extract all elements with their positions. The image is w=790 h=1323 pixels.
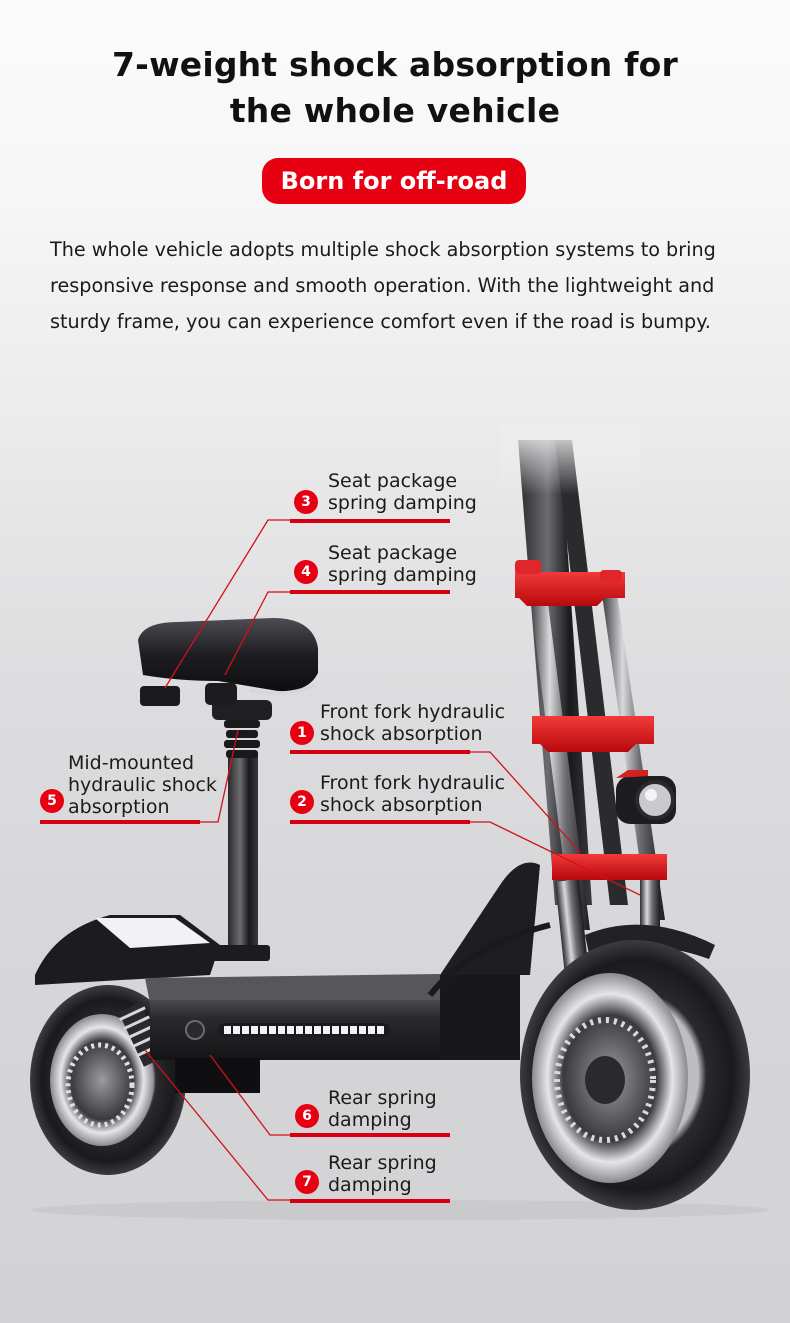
callout-7-line1: Rear spring xyxy=(328,1152,437,1174)
badge-3: 3 xyxy=(294,490,318,514)
callout-4-underline xyxy=(290,590,450,594)
badge-7: 7 xyxy=(295,1170,319,1194)
callout-6-line2: damping xyxy=(328,1109,412,1131)
badge-6: 6 xyxy=(295,1104,319,1128)
callout-1-line2: shock absorption xyxy=(320,723,483,745)
badge-4: 4 xyxy=(294,560,318,584)
off-road-badge: Born for off-road xyxy=(262,158,526,204)
callout-4-line2: spring damping xyxy=(328,564,477,586)
seat-post xyxy=(212,700,272,961)
callout-1-underline xyxy=(290,750,470,754)
rear-body xyxy=(35,915,220,985)
front-wheel xyxy=(520,940,750,1210)
title-line-1: 7-weight shock absorption for xyxy=(112,45,678,84)
callout-5-line1: Mid-mounted xyxy=(68,752,195,774)
callout-3-underline xyxy=(290,519,450,523)
callout-5-line2: hydraulic shock xyxy=(68,774,217,796)
callout-7-underline xyxy=(290,1199,450,1203)
description-line-3: sturdy frame, you can experience comfort… xyxy=(50,310,711,333)
callout-2-underline xyxy=(290,820,470,824)
seat xyxy=(138,618,318,706)
description-line-1: The whole vehicle adopts multiple shock … xyxy=(50,238,716,261)
description-line-2: responsive response and smooth operation… xyxy=(50,274,715,297)
badge-1: 1 xyxy=(290,721,314,745)
deck xyxy=(145,862,551,1093)
callout-6-line1: Rear spring xyxy=(328,1087,437,1109)
leader-lines xyxy=(144,519,641,1201)
callout-1-line1: Front fork hydraulic xyxy=(320,701,506,723)
callout-3-line2: spring damping xyxy=(328,492,477,514)
description-paragraph: The whole vehicle adopts multiple shock … xyxy=(50,232,750,340)
badge-5: 5 xyxy=(40,789,64,813)
callout-2-line1: Front fork hydraulic xyxy=(320,772,506,794)
callout-2-line2: shock absorption xyxy=(320,794,483,816)
callout-4-line1: Seat package xyxy=(328,542,458,564)
title-line-2: the whole vehicle xyxy=(229,91,561,130)
callout-5-underline xyxy=(40,820,200,824)
callout-5-line3: absorption xyxy=(68,796,170,818)
callout-3-line1: Seat package xyxy=(328,470,458,492)
page-title: 7-weight shock absorption for the whole … xyxy=(0,42,790,134)
callout-7-line2: damping xyxy=(328,1174,412,1196)
callout-6-underline xyxy=(290,1133,450,1137)
badge-2: 2 xyxy=(290,790,314,814)
